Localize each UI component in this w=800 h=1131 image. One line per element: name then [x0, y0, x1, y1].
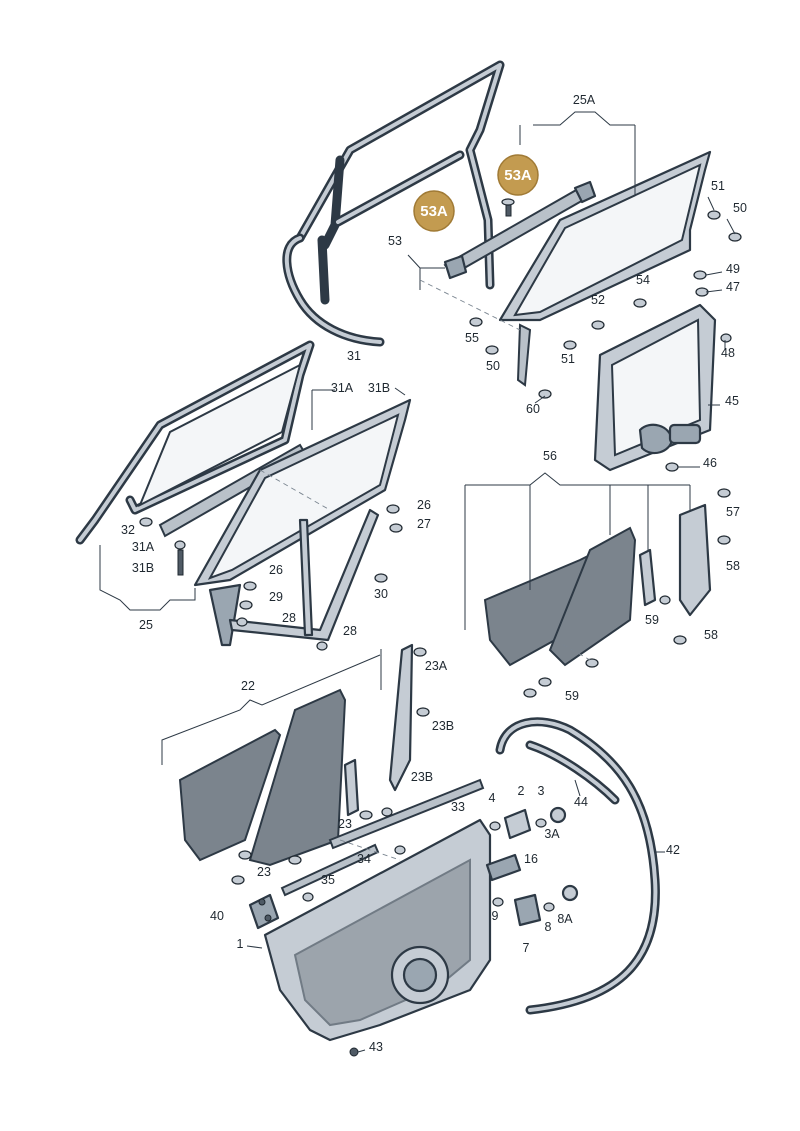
badge-circle: [413, 190, 455, 232]
callout-c-22: 22: [241, 679, 255, 693]
callout-c-50a: 50: [733, 201, 747, 215]
callout-c-30: 30: [374, 587, 388, 601]
callout-c-9: 9: [492, 909, 499, 923]
callout-c-3A: 3A: [544, 827, 560, 841]
callout-c-23B1: 23B: [432, 719, 454, 733]
callout-c-51a: 51: [711, 179, 725, 193]
callout-c-8: 8: [545, 920, 552, 934]
window-frame-seal: [282, 60, 505, 347]
callout-c-42: 42: [666, 843, 680, 857]
window-rail-33: [328, 778, 485, 850]
callout-c-58a: 58: [726, 559, 740, 573]
callout-c-2: 2: [518, 784, 525, 798]
callout-c-29: 29: [269, 590, 283, 604]
callout-c-3: 3: [538, 784, 545, 798]
callout-c-25: 25: [139, 618, 153, 632]
callout-c-28b: 28: [343, 624, 357, 638]
callout-c-43: 43: [369, 1040, 383, 1054]
callout-c-50b: 50: [486, 359, 500, 373]
plug-43: [349, 1047, 359, 1057]
callout-c-55: 55: [465, 331, 479, 345]
callout-c-51b: 51: [561, 352, 575, 366]
callout-c-56: 56: [543, 449, 557, 463]
callout-c-52: 52: [591, 293, 605, 307]
callout-c-49: 49: [726, 262, 740, 276]
callout-c-8A: 8A: [557, 912, 573, 926]
callout-c-58b: 58: [704, 628, 718, 642]
door-handle-16: [485, 853, 522, 882]
callout-c-59b: 59: [565, 689, 579, 703]
handle-carrier-2: [503, 808, 532, 840]
callout-c-25A: 25A: [573, 93, 596, 107]
callout-c-28a: 28: [282, 611, 296, 625]
door-shell-1: [263, 818, 492, 1042]
rear-window-glass-25A: [498, 150, 712, 387]
door-panel-56: [483, 503, 712, 667]
alignment-lines: [259, 279, 591, 861]
callout-c-60: 60: [526, 402, 540, 416]
window-glass-25: [193, 398, 412, 647]
callout-c-26a: 26: [417, 498, 431, 512]
callout-c-31B: 31B: [368, 381, 390, 395]
callout-c-27: 27: [417, 517, 431, 531]
screw-53A: [501, 198, 515, 217]
callout-c-31B2: 31B: [132, 561, 154, 575]
callout-c-57: 57: [726, 505, 740, 519]
highlight-badges: 53A 53A: [413, 154, 539, 232]
leader-lines: [99, 111, 736, 1053]
callout-c-45: 45: [725, 394, 739, 408]
callout-c-7: 7: [523, 941, 530, 955]
callout-c-54: 54: [636, 273, 650, 287]
door-panel-22: [178, 643, 414, 867]
callout-c-31A2: 31A: [132, 540, 155, 554]
callout-c-44: 44: [574, 795, 588, 809]
callout-c-35: 35: [321, 873, 335, 887]
callout-c-23a: 23: [338, 817, 352, 831]
door-lock-7: [513, 893, 542, 927]
badge-circle: [497, 154, 539, 196]
callout-c-23A: 23A: [425, 659, 448, 673]
cap-8A: [561, 884, 579, 902]
callout-c-4: 4: [489, 791, 496, 805]
callout-c-59a: 59: [645, 613, 659, 627]
callout-c-16: 16: [524, 852, 538, 866]
badge-label: 53A: [504, 167, 532, 184]
callout-c-47: 47: [726, 280, 740, 294]
callout-c-1: 1: [237, 937, 244, 951]
callout-c-48: 48: [721, 346, 735, 360]
callout-c-26b: 26: [269, 563, 283, 577]
callout-c-32: 32: [121, 523, 135, 537]
badge-b-53A-1: 53A: [497, 154, 539, 196]
fasteners: [139, 210, 742, 912]
callout-c-23B2: 23B: [411, 770, 433, 784]
cap-3A: [549, 806, 567, 824]
callout-c-40: 40: [210, 909, 224, 923]
door-seal-44: [525, 740, 620, 805]
callout-c-23b: 23: [257, 865, 271, 879]
door-seal-42: [495, 717, 660, 1015]
badge-label: 53A: [420, 203, 448, 220]
badge-b-53A-2: 53A: [413, 190, 455, 232]
callout-c-34: 34: [357, 852, 371, 866]
window-trim-strip: [443, 180, 597, 280]
callout-c-46: 46: [703, 456, 717, 470]
window-regulator-45: [593, 303, 717, 472]
callout-c-53: 53: [388, 234, 402, 248]
callout-c-31: 31: [347, 349, 361, 363]
callout-c-33: 33: [451, 800, 465, 814]
callout-c-31A: 31A: [331, 381, 354, 395]
door-hinge-40: [248, 893, 280, 930]
window-rail-35: [280, 843, 380, 897]
